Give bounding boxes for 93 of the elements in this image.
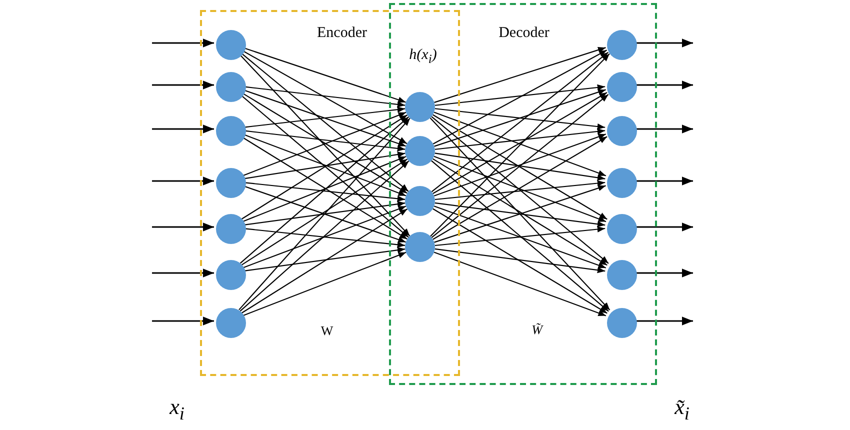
arrow bbox=[635, 176, 693, 186]
arrow bbox=[152, 124, 214, 134]
arrow bbox=[238, 118, 410, 310]
arrow bbox=[434, 89, 606, 147]
arrow bbox=[152, 80, 214, 90]
arrow bbox=[152, 176, 214, 186]
arrow bbox=[434, 84, 606, 106]
neuron-circle bbox=[405, 232, 435, 262]
input-label: x$_{i}$ bbox=[170, 396, 184, 423]
neuron-circle bbox=[405, 92, 435, 122]
arrow bbox=[432, 136, 608, 240]
neuron-circle bbox=[216, 168, 246, 198]
arrow bbox=[244, 151, 406, 180]
arrow bbox=[635, 268, 693, 278]
neuron-circle bbox=[216, 260, 246, 290]
neuron-circle bbox=[216, 30, 246, 60]
arrow bbox=[434, 108, 606, 130]
arrow bbox=[243, 185, 406, 243]
arrow bbox=[240, 116, 410, 264]
arrow bbox=[431, 94, 609, 238]
output-label: x̃$_{i}$ bbox=[674, 396, 690, 423]
region-title: Decoder bbox=[498, 26, 550, 41]
arrow bbox=[431, 52, 609, 192]
arrow bbox=[434, 46, 606, 103]
neuron-circle bbox=[607, 214, 637, 244]
arrow bbox=[244, 182, 406, 202]
arrow bbox=[635, 316, 693, 326]
arrow bbox=[434, 112, 606, 176]
arrow bbox=[240, 94, 409, 238]
neuron-circle bbox=[607, 308, 637, 338]
arrow bbox=[244, 86, 406, 108]
arrow bbox=[434, 226, 606, 246]
arrow bbox=[432, 114, 608, 220]
arrow bbox=[244, 228, 406, 248]
arrow bbox=[240, 52, 409, 192]
arrow bbox=[152, 268, 214, 278]
arrow bbox=[434, 156, 606, 222]
arrow bbox=[241, 208, 408, 314]
arrow bbox=[244, 130, 406, 152]
region-title: Encoder bbox=[317, 26, 367, 41]
arrow bbox=[432, 92, 608, 194]
neuron-circle bbox=[216, 214, 246, 244]
arrow bbox=[434, 206, 606, 268]
arrow bbox=[240, 160, 410, 312]
arrow bbox=[243, 47, 406, 103]
arrow bbox=[434, 202, 606, 228]
neuron-circle bbox=[607, 30, 637, 60]
arrow bbox=[434, 128, 606, 150]
neuron-circle bbox=[216, 116, 246, 146]
arrow bbox=[434, 185, 606, 243]
arrow bbox=[244, 201, 406, 226]
arrow bbox=[430, 53, 610, 237]
arrow bbox=[242, 252, 406, 316]
arrow bbox=[432, 50, 608, 144]
arrow bbox=[635, 38, 693, 48]
arrow bbox=[242, 112, 406, 176]
neuron-circle bbox=[607, 260, 637, 290]
arrow bbox=[635, 124, 693, 134]
arrow bbox=[635, 222, 693, 232]
neuron-circle bbox=[216, 72, 246, 102]
arrow bbox=[434, 134, 606, 196]
arrow bbox=[635, 80, 693, 90]
arrow bbox=[434, 180, 606, 200]
arrow bbox=[238, 54, 410, 236]
neuron-circle bbox=[607, 168, 637, 198]
arrow bbox=[242, 50, 408, 144]
arrow bbox=[432, 158, 608, 266]
arrow bbox=[241, 136, 408, 240]
neuron-circle bbox=[405, 136, 435, 166]
arrow bbox=[152, 222, 214, 232]
neuron-circle bbox=[607, 116, 637, 146]
weight-label: W̃ bbox=[532, 323, 542, 336]
neuron-circle bbox=[216, 308, 246, 338]
arrow bbox=[431, 160, 609, 312]
arrow bbox=[434, 152, 606, 181]
arrow bbox=[152, 316, 214, 326]
arrow bbox=[242, 92, 408, 194]
arrow bbox=[242, 206, 406, 268]
arrow bbox=[241, 114, 408, 220]
arrow bbox=[244, 106, 406, 128]
arrow bbox=[434, 248, 606, 274]
weight-label: W bbox=[320, 324, 334, 337]
arrow bbox=[152, 38, 214, 48]
arrow bbox=[243, 89, 406, 147]
arrow bbox=[242, 156, 406, 222]
arrow bbox=[244, 247, 406, 272]
arrow bbox=[241, 158, 408, 266]
neuron-circle bbox=[607, 72, 637, 102]
arrow bbox=[430, 118, 610, 310]
neuron-circle bbox=[405, 186, 435, 216]
arrow bbox=[431, 116, 609, 264]
hidden-layer-label: h(x$_{i}$) bbox=[409, 48, 437, 66]
arrow bbox=[434, 252, 606, 316]
